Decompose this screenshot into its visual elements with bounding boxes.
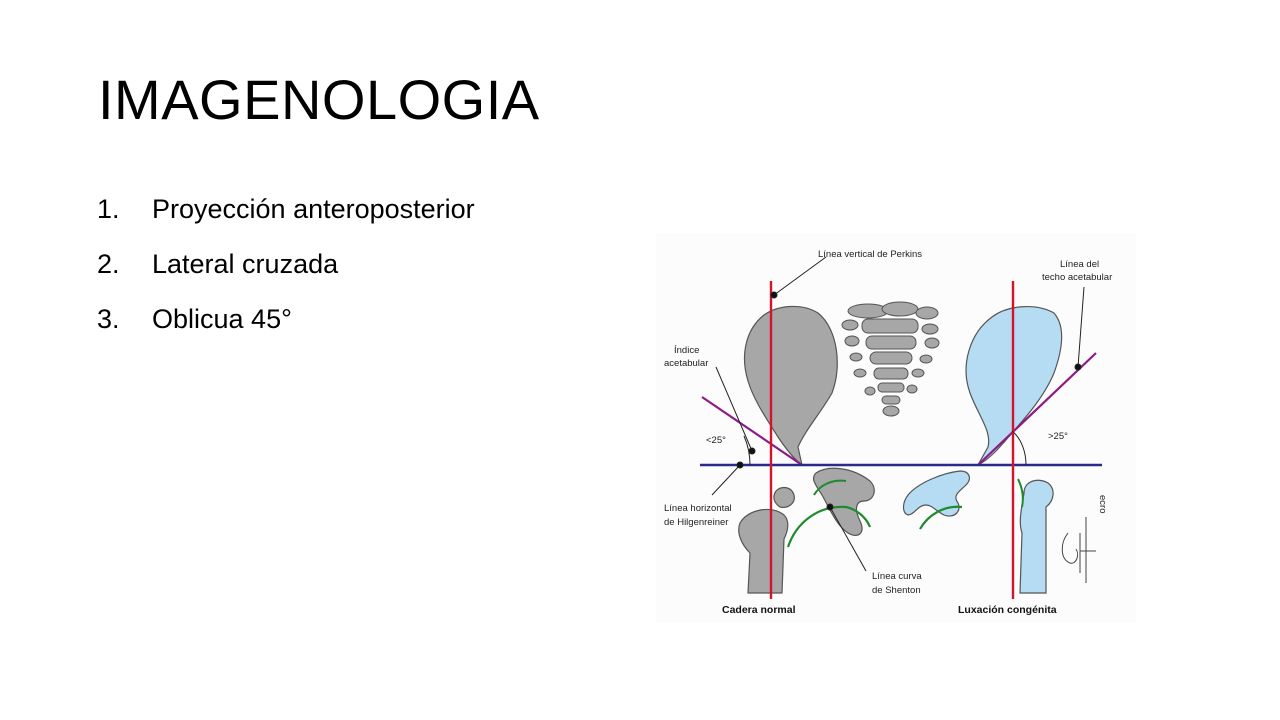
label-techo-line1: Línea del bbox=[1060, 259, 1099, 270]
right-angle-arc bbox=[1011, 430, 1027, 466]
right-femur-bone bbox=[1019, 479, 1054, 594]
label-shenton-line2: de Shenton bbox=[872, 585, 921, 596]
right-ischium-bone bbox=[902, 470, 970, 517]
label-hilgenreiner-line1: Línea horizontal bbox=[664, 503, 732, 514]
label-techo-line2: techo acetabular bbox=[1042, 272, 1112, 283]
left-femur-bone bbox=[738, 508, 789, 594]
left-ischium-bone bbox=[812, 467, 875, 536]
right-shenton-curve-upper bbox=[1017, 478, 1024, 508]
diagram-svg: ecro Línea vertical de Perkins Línea del… bbox=[656, 233, 1136, 623]
label-perkins: Línea vertical de Perkins bbox=[818, 249, 922, 260]
left-acetabular-line bbox=[701, 396, 803, 466]
left-shenton-curve-upper bbox=[813, 479, 847, 496]
label-indice-line1: Índice bbox=[674, 345, 699, 356]
label-indice-line2: acetabular bbox=[664, 358, 708, 369]
right-acetabular-line bbox=[977, 352, 1097, 466]
list-item-number: 1. bbox=[97, 194, 120, 224]
list-item: 1. Proyección anteroposterior bbox=[97, 196, 475, 251]
signature-scribble bbox=[1061, 517, 1096, 583]
list-item-number: 3. bbox=[97, 304, 120, 334]
caption-luxacion: Luxación congénita bbox=[958, 604, 1057, 616]
diagram-background bbox=[656, 233, 1136, 623]
list-item-number: 2. bbox=[97, 249, 120, 279]
list-item-text: Proyección anteroposterior bbox=[152, 194, 475, 224]
signature-text: ecro bbox=[1097, 495, 1108, 513]
caption-normal: Cadera normal bbox=[722, 604, 796, 616]
sacrum bbox=[841, 301, 940, 417]
left-angle-arc bbox=[743, 435, 751, 466]
list-item: 2. Lateral cruzada bbox=[97, 251, 475, 306]
list-item-text: Oblicua 45° bbox=[152, 304, 292, 334]
label-angle-normal: <25° bbox=[706, 435, 726, 446]
slide-title: IMAGENOLOGIA bbox=[98, 68, 540, 131]
left-ilium-bone bbox=[743, 305, 838, 467]
right-shenton-curve bbox=[919, 505, 963, 530]
hip-dysplasia-diagram: ecro Línea vertical de Perkins Línea del… bbox=[656, 233, 1136, 623]
label-angle-luxacion: >25° bbox=[1048, 431, 1068, 442]
left-shenton-curve bbox=[786, 505, 872, 548]
label-shenton-line1: Línea curva bbox=[872, 571, 922, 582]
bullet-list: 1. Proyección anteroposterior 2. Lateral… bbox=[97, 196, 475, 361]
list-item: 3. Oblicua 45° bbox=[97, 306, 475, 361]
label-hilgenreiner-line2: de Hilgenreiner bbox=[664, 517, 728, 528]
pointer-lines bbox=[711, 256, 1085, 572]
list-item-text: Lateral cruzada bbox=[152, 249, 339, 279]
left-femoral-head bbox=[773, 486, 795, 508]
